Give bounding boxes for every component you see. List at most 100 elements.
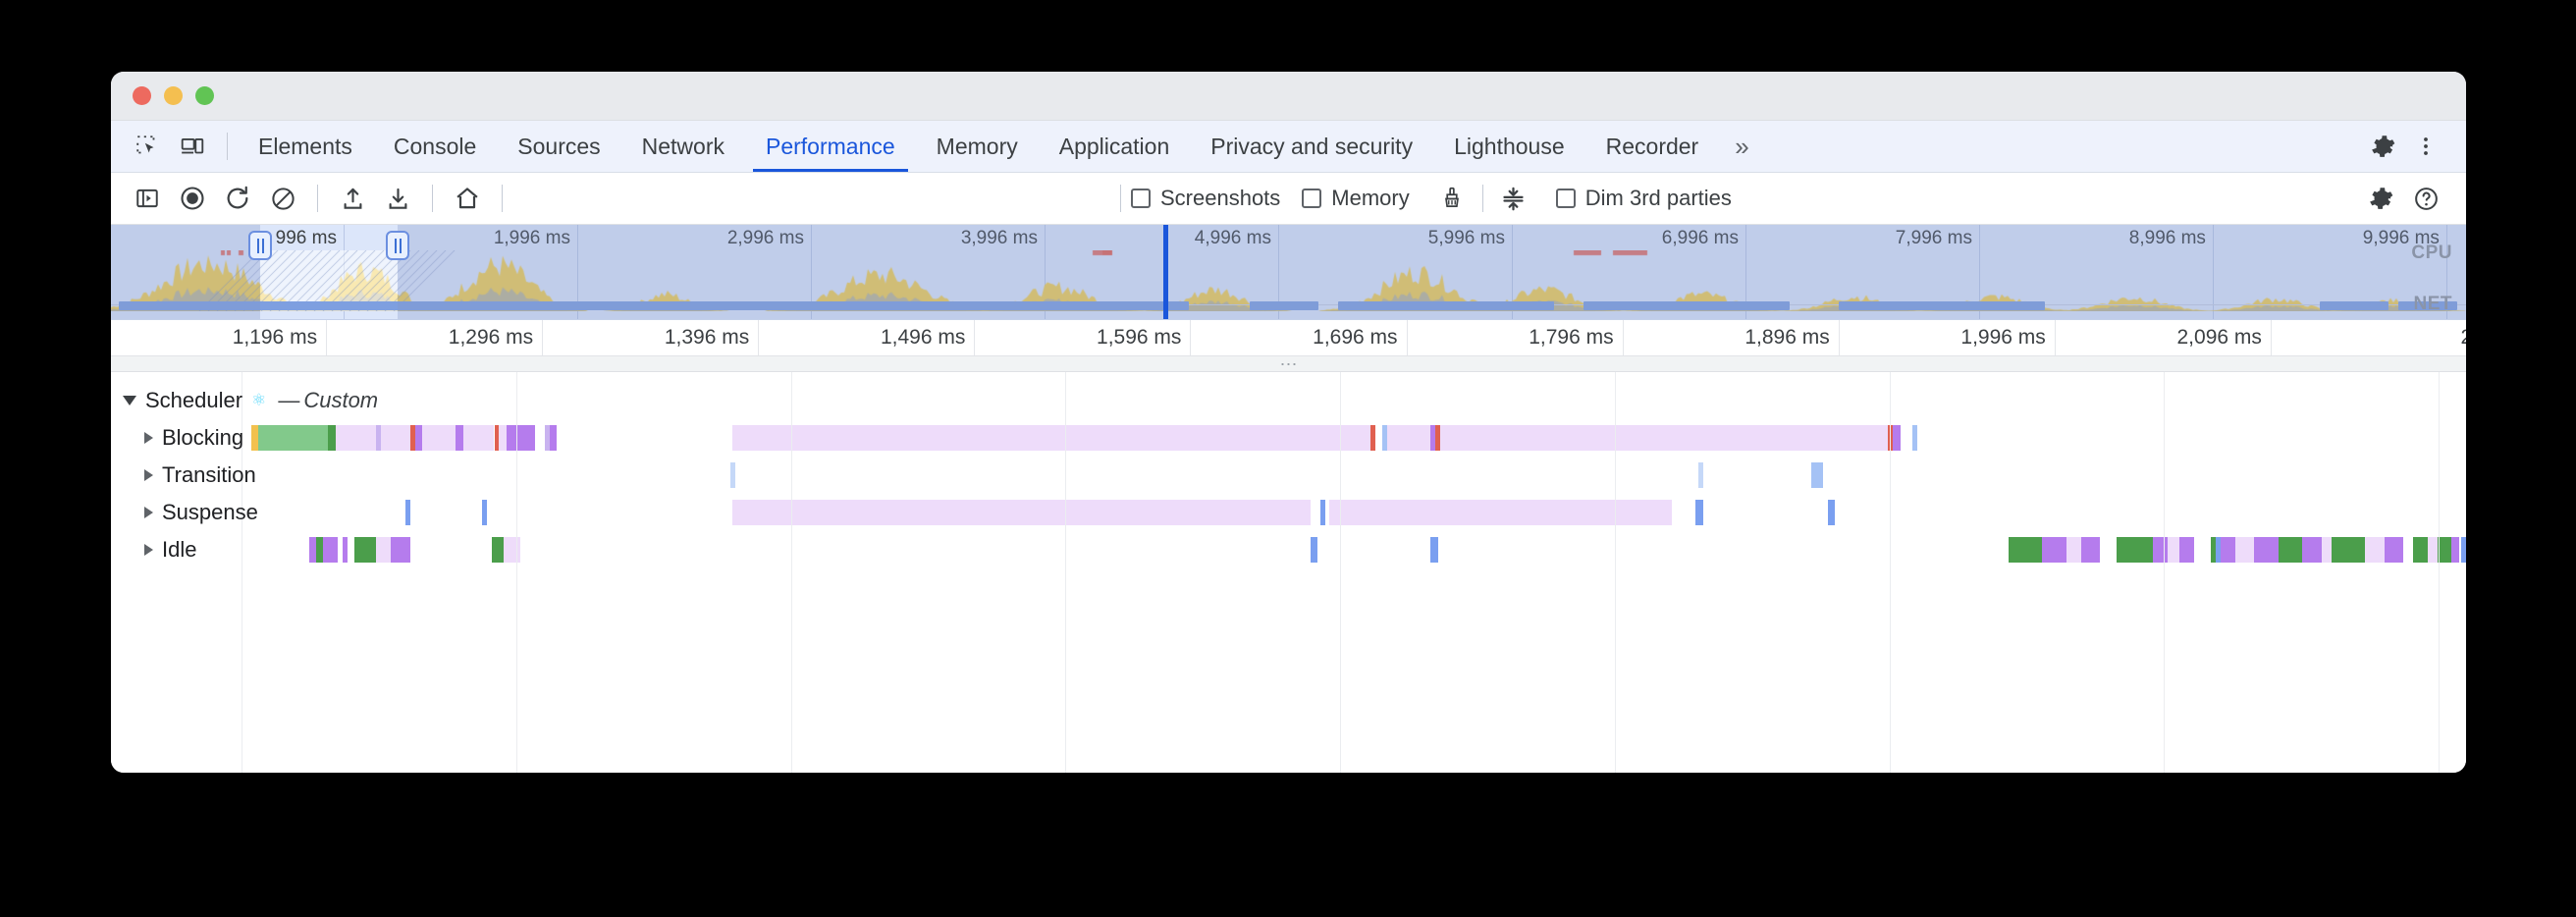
flame-segment[interactable] [545, 425, 550, 451]
flame-segment[interactable] [1382, 425, 1388, 451]
flame-segment[interactable] [1310, 537, 1318, 563]
flame-segment[interactable] [506, 425, 536, 451]
flame-segment[interactable] [2427, 537, 2438, 563]
flame-segment[interactable] [732, 500, 1311, 525]
flame-segment[interactable] [343, 537, 348, 563]
flame-segment[interactable] [376, 425, 382, 451]
tab-lighthouse[interactable]: Lighthouse [1433, 121, 1585, 172]
flame-segment[interactable] [2042, 537, 2066, 563]
flame-segment[interactable] [404, 500, 410, 525]
track-group-scheduler[interactable]: Scheduler ⚛ — Custom [111, 382, 2466, 419]
track-row-suspense[interactable]: Suspense [111, 494, 2466, 531]
flame-segment[interactable] [1440, 425, 1889, 451]
flame-segment[interactable] [1888, 425, 1894, 451]
track-label-suspense[interactable]: Suspense [111, 494, 258, 531]
close-window-button[interactable] [133, 86, 151, 105]
chevron-right-icon[interactable] [144, 469, 153, 481]
flame-segment[interactable] [2080, 537, 2101, 563]
tab-sources[interactable]: Sources [497, 121, 620, 172]
track-bars-transition[interactable] [111, 462, 2466, 488]
flame-segment[interactable] [2278, 537, 2303, 563]
flame-segment[interactable] [391, 537, 410, 563]
flame-segment[interactable] [2215, 537, 2221, 563]
track-label-blocking[interactable]: Blocking [111, 419, 243, 457]
more-tabs-chevron-icon[interactable]: » [1719, 121, 1764, 172]
checkbox-box[interactable] [1302, 189, 1322, 208]
flame-segment[interactable] [323, 537, 339, 563]
memory-checkbox[interactable]: Memory [1302, 186, 1410, 211]
flame-segment[interactable] [376, 537, 392, 563]
flame-segment[interactable] [381, 425, 410, 451]
flame-segment[interactable] [1430, 425, 1436, 451]
flame-segment[interactable] [316, 537, 324, 563]
flame-segment[interactable] [2220, 537, 2235, 563]
flame-segment[interactable] [499, 425, 507, 451]
device-toolbar-icon[interactable] [172, 126, 213, 167]
tab-privacy-and-security[interactable]: Privacy and security [1190, 121, 1433, 172]
flame-segment[interactable] [2234, 537, 2255, 563]
flame-segment[interactable] [1435, 425, 1441, 451]
flame-segment[interactable] [2009, 537, 2043, 563]
flame-segment[interactable] [2066, 537, 2081, 563]
reload-and-record-icon[interactable] [217, 178, 258, 219]
flame-segment[interactable] [729, 462, 735, 488]
checkbox-box[interactable] [1555, 189, 1576, 208]
flame-segment[interactable] [1695, 500, 1703, 525]
tab-performance[interactable]: Performance [745, 121, 916, 172]
more-vertical-icon[interactable] [2405, 126, 2446, 167]
tab-memory[interactable]: Memory [916, 121, 1039, 172]
overview-selection-handle-right[interactable] [386, 231, 409, 260]
flame-segment[interactable] [308, 537, 316, 563]
chevron-right-icon[interactable] [144, 507, 153, 518]
flame-segment[interactable] [732, 425, 1371, 451]
flame-segment[interactable] [2365, 537, 2385, 563]
chevron-right-icon[interactable] [144, 432, 153, 444]
flame-segment[interactable] [2179, 537, 2194, 563]
track-row-transition[interactable]: Transition [111, 457, 2466, 494]
flame-segment[interactable] [2321, 537, 2332, 563]
flame-segment[interactable] [2384, 537, 2404, 563]
flame-segment[interactable] [1430, 537, 1438, 563]
flame-segment[interactable] [2167, 537, 2180, 563]
flame-chart-tracks[interactable]: Scheduler ⚛ — Custom Blocking Transition [111, 372, 2466, 773]
track-label-idle[interactable]: Idle [111, 531, 196, 568]
flame-segment[interactable] [456, 425, 463, 451]
flame-segment[interactable] [328, 425, 336, 451]
tab-recorder[interactable]: Recorder [1585, 121, 1720, 172]
collapse-icon[interactable] [1493, 178, 1534, 219]
settings-gear-icon[interactable] [2362, 126, 2403, 167]
minimize-window-button[interactable] [164, 86, 183, 105]
flame-segment[interactable] [414, 425, 422, 451]
flame-segment[interactable] [335, 425, 377, 451]
clear-icon[interactable] [262, 178, 303, 219]
checkbox-box[interactable] [1131, 189, 1151, 208]
download-profile-icon[interactable] [377, 178, 418, 219]
track-group-label[interactable]: Scheduler ⚛ — Custom [111, 382, 378, 419]
flame-segment[interactable] [1828, 500, 1836, 525]
flame-segment[interactable] [492, 537, 505, 563]
flame-segment[interactable] [1375, 425, 1383, 451]
track-bars-blocking[interactable] [111, 425, 2466, 451]
home-icon[interactable] [447, 178, 488, 219]
flame-segment[interactable] [504, 537, 521, 563]
dim-3rd-parties-checkbox[interactable]: Dim 3rd parties [1555, 186, 1732, 211]
flame-segment[interactable] [421, 425, 456, 451]
flame-segment[interactable] [549, 425, 558, 451]
track-bars-suspense[interactable] [111, 500, 2466, 525]
flame-segment[interactable] [1370, 425, 1376, 451]
resize-handle[interactable]: ⋯ [111, 355, 2466, 373]
track-row-idle[interactable]: Idle [111, 531, 2466, 568]
flame-segment[interactable] [2302, 537, 2322, 563]
flame-segment[interactable] [1810, 462, 1824, 488]
flame-segment[interactable] [462, 425, 495, 451]
flame-segment[interactable] [535, 425, 545, 451]
flame-segment[interactable] [494, 425, 500, 451]
flame-segment[interactable] [1893, 425, 1901, 451]
sidebar-toggle-icon[interactable] [127, 178, 168, 219]
chevron-down-icon[interactable] [123, 396, 136, 405]
flame-segment[interactable] [1319, 500, 1325, 525]
flame-segment[interactable] [409, 425, 415, 451]
